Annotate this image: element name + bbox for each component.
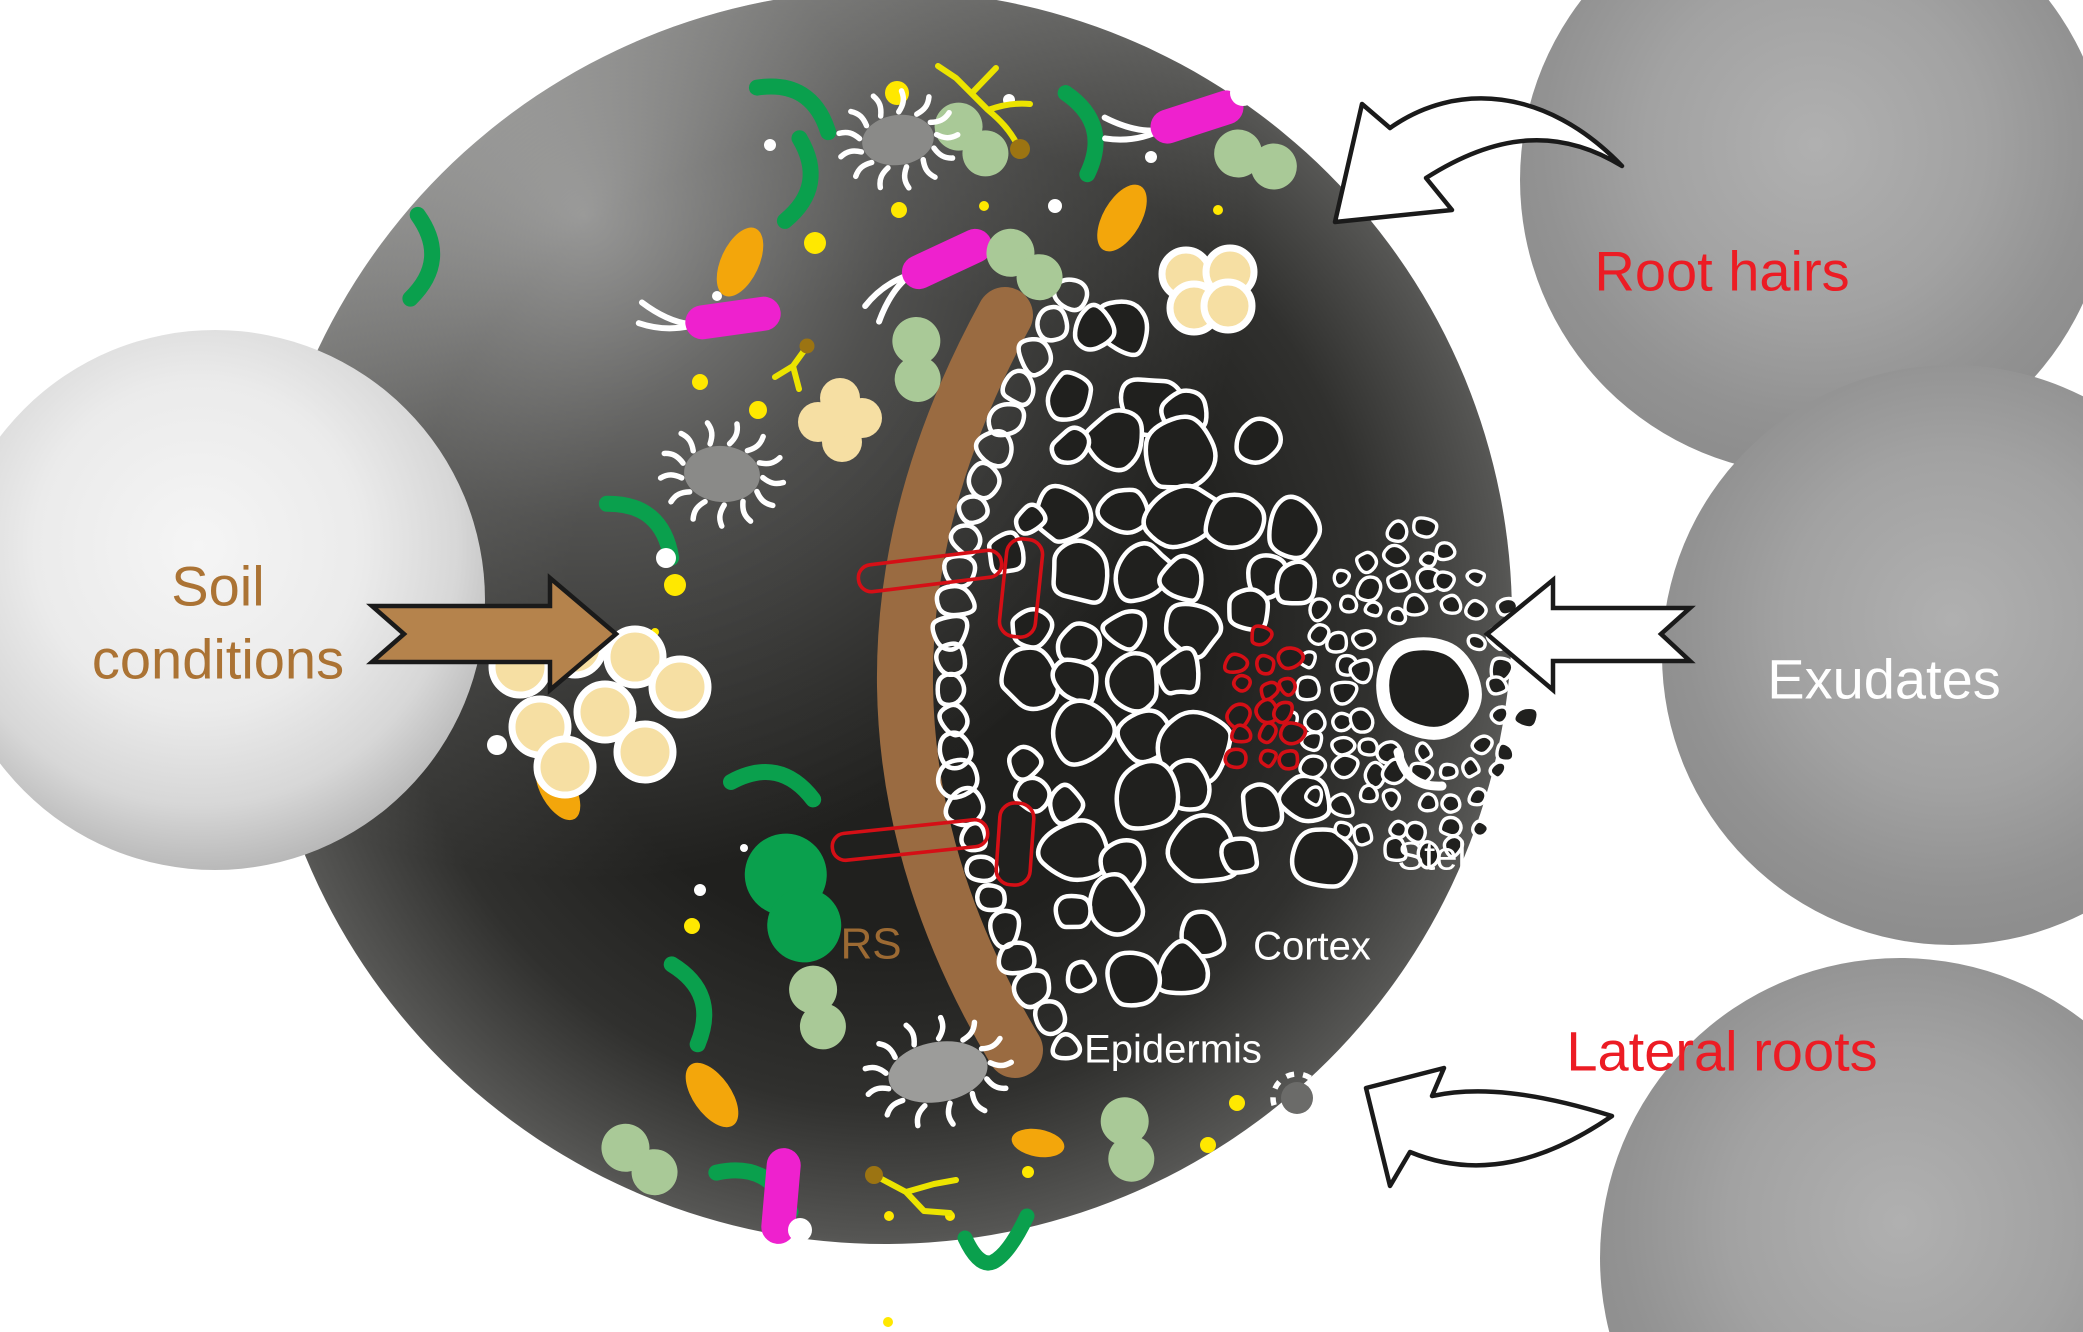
- white-nutrient-dot-icon: [694, 884, 706, 896]
- yellow-nutrient-dot-icon: [884, 1211, 894, 1221]
- yellow-nutrient-dot-icon: [692, 374, 708, 390]
- white-nutrient-dot-icon: [1048, 199, 1062, 213]
- orange-spore-icon: [685, 1062, 739, 1128]
- yellow-nutrient-dot-icon: [979, 201, 989, 211]
- root-hairs-label: Root hairs: [1594, 239, 1850, 303]
- arrows-layer: [366, 96, 1696, 1189]
- green-rod-bacterium-icon: [957, 1208, 1035, 1271]
- root-hair-outlines: [830, 537, 1045, 887]
- yellow-branched-hypha-icon: [772, 338, 815, 392]
- soil-conditions-label-line1: Soil: [171, 554, 265, 618]
- yellow-nutrient-dot-icon: [804, 232, 826, 254]
- cream-yeast-cluster-icon: [1158, 244, 1258, 336]
- magenta-flagellated-bacterium-icon: [862, 228, 993, 325]
- epidermis-label: Epidermis: [1084, 1027, 1262, 1072]
- white-nutrient-dot-icon: [788, 1218, 812, 1242]
- xylem-vessel: [1376, 637, 1482, 791]
- lateral-roots-curved-arrow: [1363, 1065, 1615, 1189]
- yellow-nutrient-dot-icon: [883, 1317, 893, 1327]
- microbes-layer: [402, 63, 1324, 1327]
- pale-green-diplococcus-icon: [789, 965, 846, 1050]
- white-nutrient-dot-icon: [764, 139, 776, 151]
- magenta-flagellated-bacterium-icon: [635, 296, 781, 340]
- cortex-cells: [986, 299, 1358, 1008]
- orange-spore-icon: [1011, 1128, 1065, 1158]
- exudates-label: Exudates: [1767, 647, 2001, 711]
- green-rod-bacterium-icon: [598, 495, 680, 566]
- pale-green-diplococcus-icon: [986, 228, 1063, 301]
- pale-green-diplococcus-icon: [1214, 129, 1297, 190]
- lateral-roots-label: Lateral roots: [1566, 1019, 1878, 1083]
- pale-green-diplococcus-icon: [892, 317, 941, 402]
- green-rod-bacterium-icon: [663, 956, 713, 1053]
- gray-cyst-dashed-ring-icon: [1270, 1071, 1324, 1125]
- green-rod-bacterium-icon: [748, 78, 837, 141]
- white-nutrient-dot-icon: [1145, 151, 1157, 163]
- yellow-nutrient-dot-icon: [749, 401, 767, 419]
- soil-conditions-label-line2: conditions: [91, 627, 345, 691]
- gray-ciliate-protozoan-icon: [657, 420, 787, 529]
- yellow-nutrient-dot-icon: [1213, 205, 1223, 215]
- green-rod-bacterium-icon: [1057, 85, 1104, 183]
- green-diplococcus-icon: [744, 833, 842, 963]
- root-hairs-curved-arrow: [1332, 96, 1625, 225]
- yellow-nutrient-dot-icon: [1229, 1095, 1245, 1111]
- green-rod-bacterium-icon: [402, 206, 441, 307]
- soil-conditions-arrow: [366, 573, 620, 695]
- yellow-branched-hypha-icon: [865, 1166, 959, 1216]
- cream-yeast-cluster-icon: [488, 615, 712, 799]
- soil-conditions-sphere: [0, 330, 485, 870]
- exudates-arrow: [1483, 575, 1696, 695]
- yellow-nutrient-dot-icon: [1200, 1137, 1216, 1153]
- yellow-nutrient-dot-icon: [1022, 1166, 1034, 1178]
- orange-spore-icon: [1097, 184, 1147, 252]
- gray-ciliate-protozoan-icon: [862, 1014, 1015, 1129]
- pale-green-diplococcus-icon: [601, 1123, 678, 1196]
- stele-label: Stele: [1397, 834, 1489, 879]
- green-rod-bacterium-icon: [723, 764, 822, 808]
- white-nutrient-dot-icon: [1230, 80, 1256, 106]
- cream-yeast-cluster-icon: [798, 378, 882, 462]
- yellow-nutrient-dot-icon: [664, 574, 686, 596]
- epidermis-cells: [930, 277, 1090, 1061]
- magenta-flagellated-bacterium-icon: [742, 1148, 801, 1292]
- white-nutrient-dot-icon: [740, 844, 748, 852]
- lateral-root-primordium-cells: [1222, 624, 1308, 771]
- cortex-label: Cortex: [1253, 924, 1371, 969]
- yellow-nutrient-dot-icon: [684, 918, 700, 934]
- gray-ciliate-protozoan-icon: [836, 88, 961, 191]
- white-nutrient-dot-icon: [656, 548, 676, 568]
- yellow-branched-hypha-icon: [935, 63, 1033, 159]
- magenta-flagellated-bacterium-icon: [1101, 90, 1244, 144]
- rhizosphere-label: RS: [840, 919, 902, 969]
- rhizosphere-band: [876, 287, 1043, 1078]
- yellow-nutrient-dot-icon: [891, 202, 907, 218]
- pale-green-diplococcus-icon: [1100, 1097, 1155, 1182]
- green-rod-bacterium-icon: [776, 130, 819, 229]
- white-nutrient-dot-icon: [712, 291, 722, 301]
- white-nutrient-dot-icon: [487, 735, 507, 755]
- orange-spore-icon: [716, 227, 764, 297]
